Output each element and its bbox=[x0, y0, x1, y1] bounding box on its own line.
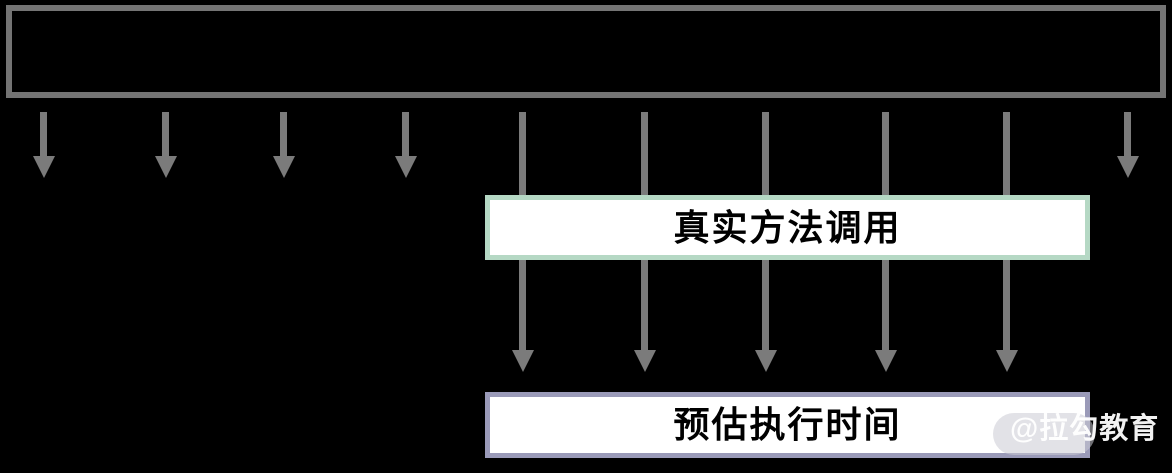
arrow-head-icon bbox=[273, 156, 295, 178]
arrow-head-icon bbox=[1117, 156, 1139, 178]
arrow-head-icon bbox=[875, 350, 897, 372]
estimated-time-box: 预估执行时间 bbox=[485, 392, 1090, 458]
real-method-call-box: 真实方法调用 bbox=[485, 195, 1090, 260]
arrow-shaft bbox=[1124, 112, 1131, 156]
estimated-time-label: 预估执行时间 bbox=[673, 404, 902, 445]
watermark: @拉勾教育 bbox=[1010, 413, 1160, 445]
arrow-shaft bbox=[280, 112, 287, 156]
arrow-head-icon bbox=[395, 156, 417, 178]
arrow-head-icon bbox=[155, 156, 177, 178]
arrow-head-icon bbox=[634, 350, 656, 372]
arrow-shaft bbox=[402, 112, 409, 156]
real-method-call-label: 真实方法调用 bbox=[673, 206, 902, 248]
arrow-head-icon bbox=[996, 350, 1018, 372]
arrow-shaft bbox=[40, 112, 47, 156]
arrow-head-icon bbox=[33, 156, 55, 178]
arrow-head-icon bbox=[755, 350, 777, 372]
top-box bbox=[6, 5, 1166, 98]
arrow-head-icon bbox=[512, 350, 534, 372]
watermark-pill bbox=[993, 413, 1095, 455]
arrow-shaft bbox=[162, 112, 169, 156]
